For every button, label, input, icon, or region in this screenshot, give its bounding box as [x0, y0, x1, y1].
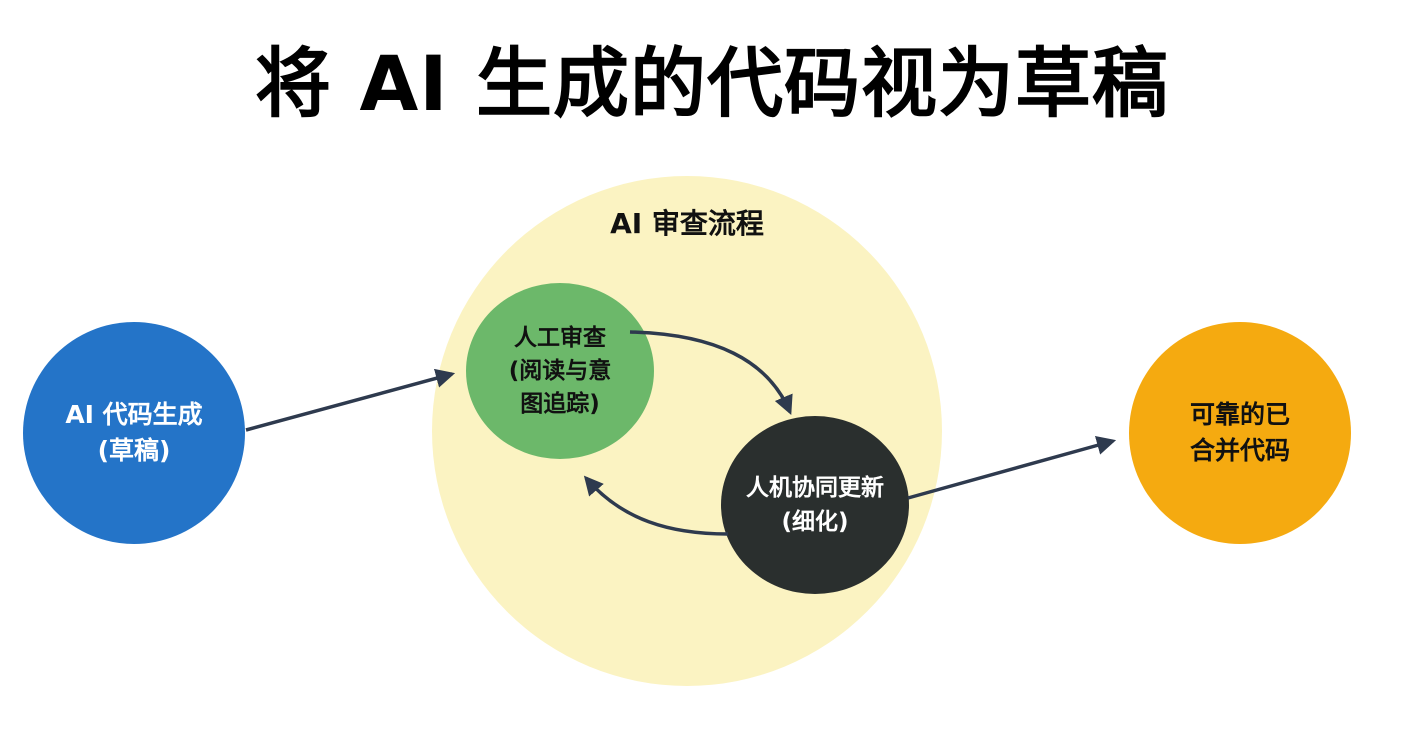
human-ai-refine-label: 人机协同更新 (细化) — [746, 475, 884, 535]
arrow-refine-to-merged — [907, 436, 1117, 500]
human-review-label: 人工审查 (阅读与意 图追踪) — [508, 324, 612, 417]
ai-code-generation-node: AI 代码生成 (草稿) — [23, 322, 245, 544]
diagram-title: 将 AI 生成的代码视为草稿 — [254, 39, 1169, 128]
ai-code-generation-label: AI 代码生成 (草稿) — [65, 400, 203, 465]
reliable-merged-code-label: 可靠的已 合并代码 — [1189, 400, 1290, 465]
human-review-node: 人工审查 (阅读与意 图追踪) — [466, 283, 654, 459]
process-region-label: AI 审查流程 — [610, 207, 764, 240]
arrow-review-to-refine — [629, 330, 793, 415]
human-ai-refine-node: 人机协同更新 (细化) — [721, 416, 909, 594]
arrow-refine-to-review — [583, 475, 729, 536]
arrow-generation-to-review — [245, 368, 456, 432]
reliable-merged-code-node: 可靠的已 合并代码 — [1129, 322, 1351, 544]
